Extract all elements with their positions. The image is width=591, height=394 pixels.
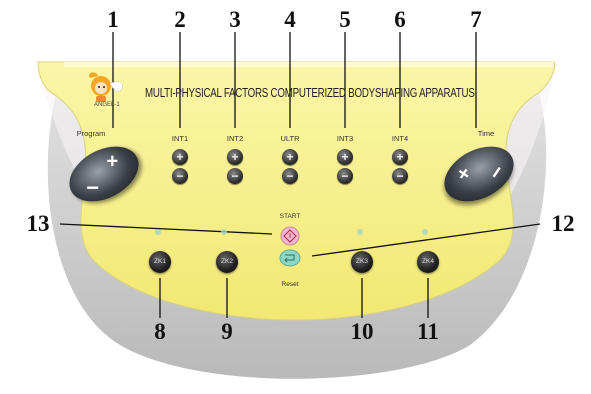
zk1-button[interactable]: ZK1 — [149, 251, 171, 273]
int4-label: INT4 — [391, 134, 409, 143]
apparatus-title: MULTI-PHYSICAL FACTORS COMPUTERIZED BODY… — [145, 86, 475, 100]
callout-5: 5 — [339, 7, 351, 32]
zk4-button[interactable]: ZK4 — [417, 251, 439, 273]
diamond-icon — [283, 229, 297, 243]
callout-10: 10 — [350, 319, 374, 344]
panel-highlight — [64, 62, 554, 67]
callout-12: 12 — [551, 211, 575, 236]
zk4-indicator-led — [422, 229, 428, 235]
callout-3: 3 — [229, 7, 241, 32]
zk3-indicator-led — [357, 229, 363, 235]
ultr-label: ULTR — [280, 134, 300, 143]
int2-minus-button[interactable]: − — [227, 168, 243, 184]
int2-buttons: + − — [227, 149, 243, 185]
time-label: Time — [477, 129, 495, 138]
start-reset-group — [279, 226, 301, 267]
program-label: Program — [76, 129, 106, 138]
ultr-buttons: + − — [282, 149, 298, 185]
callout-7: 7 — [470, 7, 482, 32]
int4-minus-button[interactable]: − — [392, 168, 408, 184]
start-button[interactable] — [280, 226, 300, 246]
ultr-plus-button[interactable]: + — [282, 149, 298, 165]
reset-button[interactable] — [279, 249, 301, 267]
callout-1: 1 — [107, 7, 119, 32]
brand-label: ANGEL-1 — [94, 102, 120, 108]
int4-buttons: + − — [392, 149, 408, 185]
zk1-indicator-led — [155, 229, 161, 235]
callout-9: 9 — [221, 319, 233, 344]
callout-2: 2 — [174, 7, 186, 32]
callout-8: 8 — [154, 319, 166, 344]
callout-lines — [59, 32, 541, 318]
plus-icon: + — [451, 163, 477, 186]
leader-13 — [59, 223, 273, 235]
minus-icon: − — [482, 159, 511, 185]
int1-plus-button[interactable]: + — [172, 149, 188, 165]
int3-buttons: + − — [337, 149, 353, 185]
callout-6: 6 — [394, 7, 406, 32]
reset-icon — [285, 254, 295, 261]
int2-plus-button[interactable]: + — [227, 149, 243, 165]
angel-logo-icon — [89, 72, 123, 102]
zk3-button[interactable]: ZK3 — [351, 251, 373, 273]
int1-label: INT1 — [171, 134, 189, 143]
zk2-button[interactable]: ZK2 — [216, 251, 238, 273]
int3-label: INT3 — [336, 134, 354, 143]
callout-11: 11 — [417, 319, 439, 344]
start-label: START — [279, 213, 301, 220]
callout-13: 13 — [26, 211, 50, 236]
int1-minus-button[interactable]: − — [172, 168, 188, 184]
leader-12 — [311, 223, 541, 257]
int2-label: INT2 — [226, 134, 244, 143]
int1-buttons: + − — [172, 149, 188, 185]
int3-minus-button[interactable]: − — [337, 168, 353, 184]
callout-4: 4 — [284, 7, 296, 32]
ultr-minus-button[interactable]: − — [282, 168, 298, 184]
plus-icon: + — [106, 150, 119, 173]
zk2-indicator-led — [221, 229, 227, 235]
int3-plus-button[interactable]: + — [337, 149, 353, 165]
int4-plus-button[interactable]: + — [392, 149, 408, 165]
minus-icon: − — [86, 174, 100, 200]
reset-label: Reset — [281, 281, 299, 288]
